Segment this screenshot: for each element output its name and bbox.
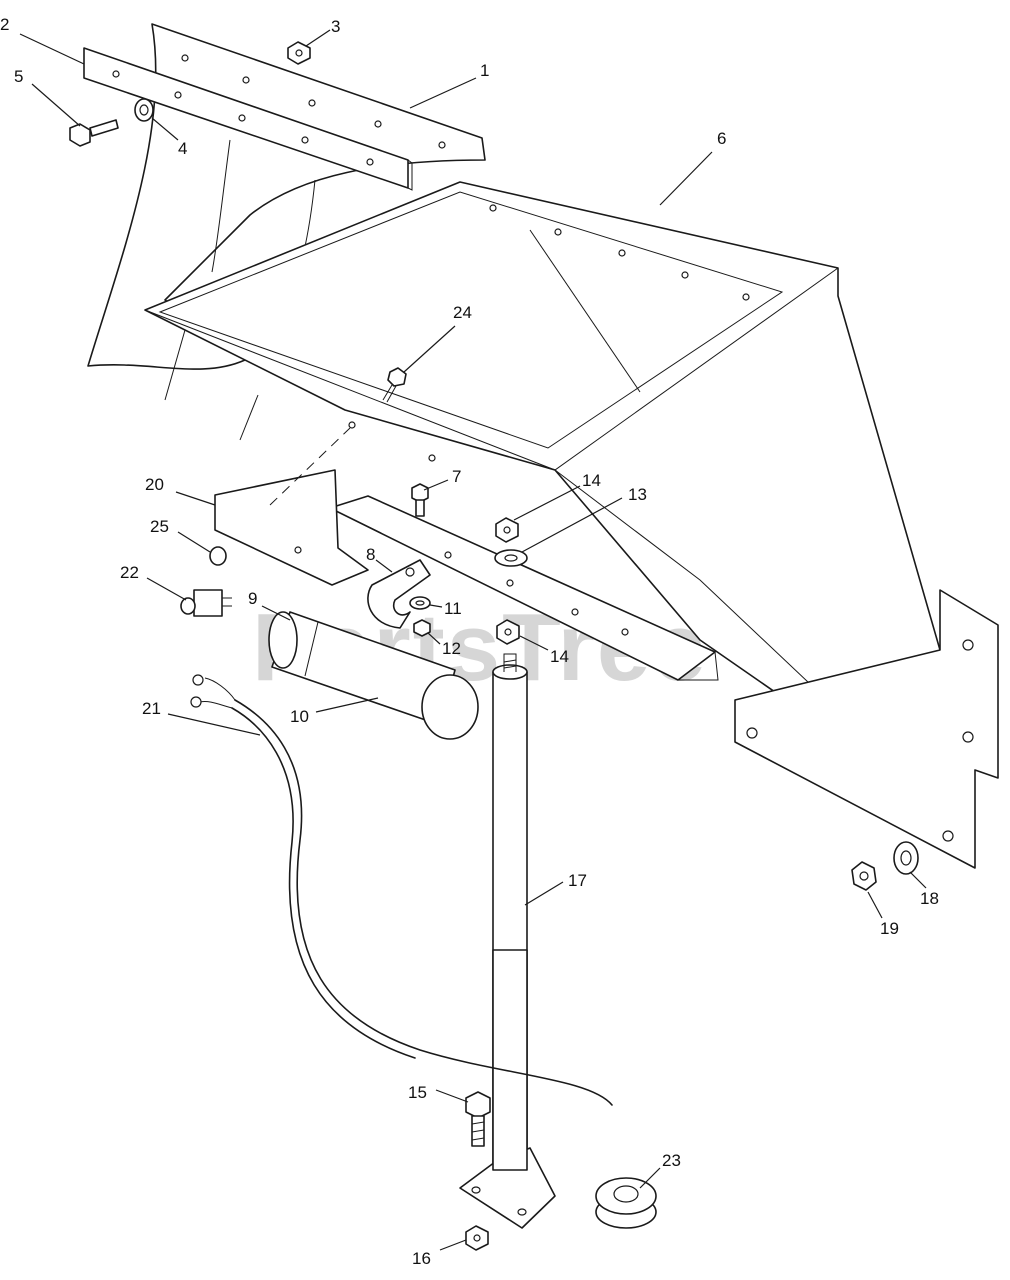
part-8-clamp xyxy=(367,559,431,629)
callout-8: 8 xyxy=(366,545,375,564)
callout-22: 22 xyxy=(120,563,139,582)
callout-1: 1 xyxy=(480,61,489,80)
callout-5: 5 xyxy=(14,67,23,86)
callout-10: 10 xyxy=(290,707,309,726)
part-20-plate xyxy=(214,427,369,586)
callout-23: 23 xyxy=(662,1151,681,1170)
callout-2: 2 xyxy=(0,15,9,34)
callout-21: 21 xyxy=(142,699,161,718)
leader-lines xyxy=(19,29,927,1251)
callout-7: 7 xyxy=(452,467,461,486)
part-21-cable xyxy=(190,674,613,1106)
callout-18: 18 xyxy=(920,889,939,908)
callout-14b: 14 xyxy=(550,647,569,666)
callout-20: 20 xyxy=(145,475,164,494)
callout-3: 3 xyxy=(331,17,340,36)
part-mount-plate xyxy=(734,589,999,869)
callout-14a: 14 xyxy=(582,471,601,490)
part-17-post xyxy=(459,653,556,1229)
callout-16: 16 xyxy=(412,1249,431,1268)
callout-4: 4 xyxy=(178,139,187,158)
callout-15: 15 xyxy=(408,1083,427,1102)
part-9-10-cylinder xyxy=(268,611,479,740)
callout-17: 17 xyxy=(568,871,587,890)
part-bracket xyxy=(329,495,719,681)
callouts: 1 2 3 4 5 6 7 8 9 10 11 12 13 14 14 15 1… xyxy=(0,15,939,1268)
callout-25: 25 xyxy=(150,517,169,536)
callout-6: 6 xyxy=(717,129,726,148)
part-2-strip xyxy=(83,47,413,191)
callout-13: 13 xyxy=(628,485,647,504)
callout-12: 12 xyxy=(442,639,461,658)
callout-24: 24 xyxy=(453,303,472,322)
callout-11: 11 xyxy=(444,599,462,618)
callout-9: 9 xyxy=(248,589,257,608)
callout-19: 19 xyxy=(880,919,899,938)
